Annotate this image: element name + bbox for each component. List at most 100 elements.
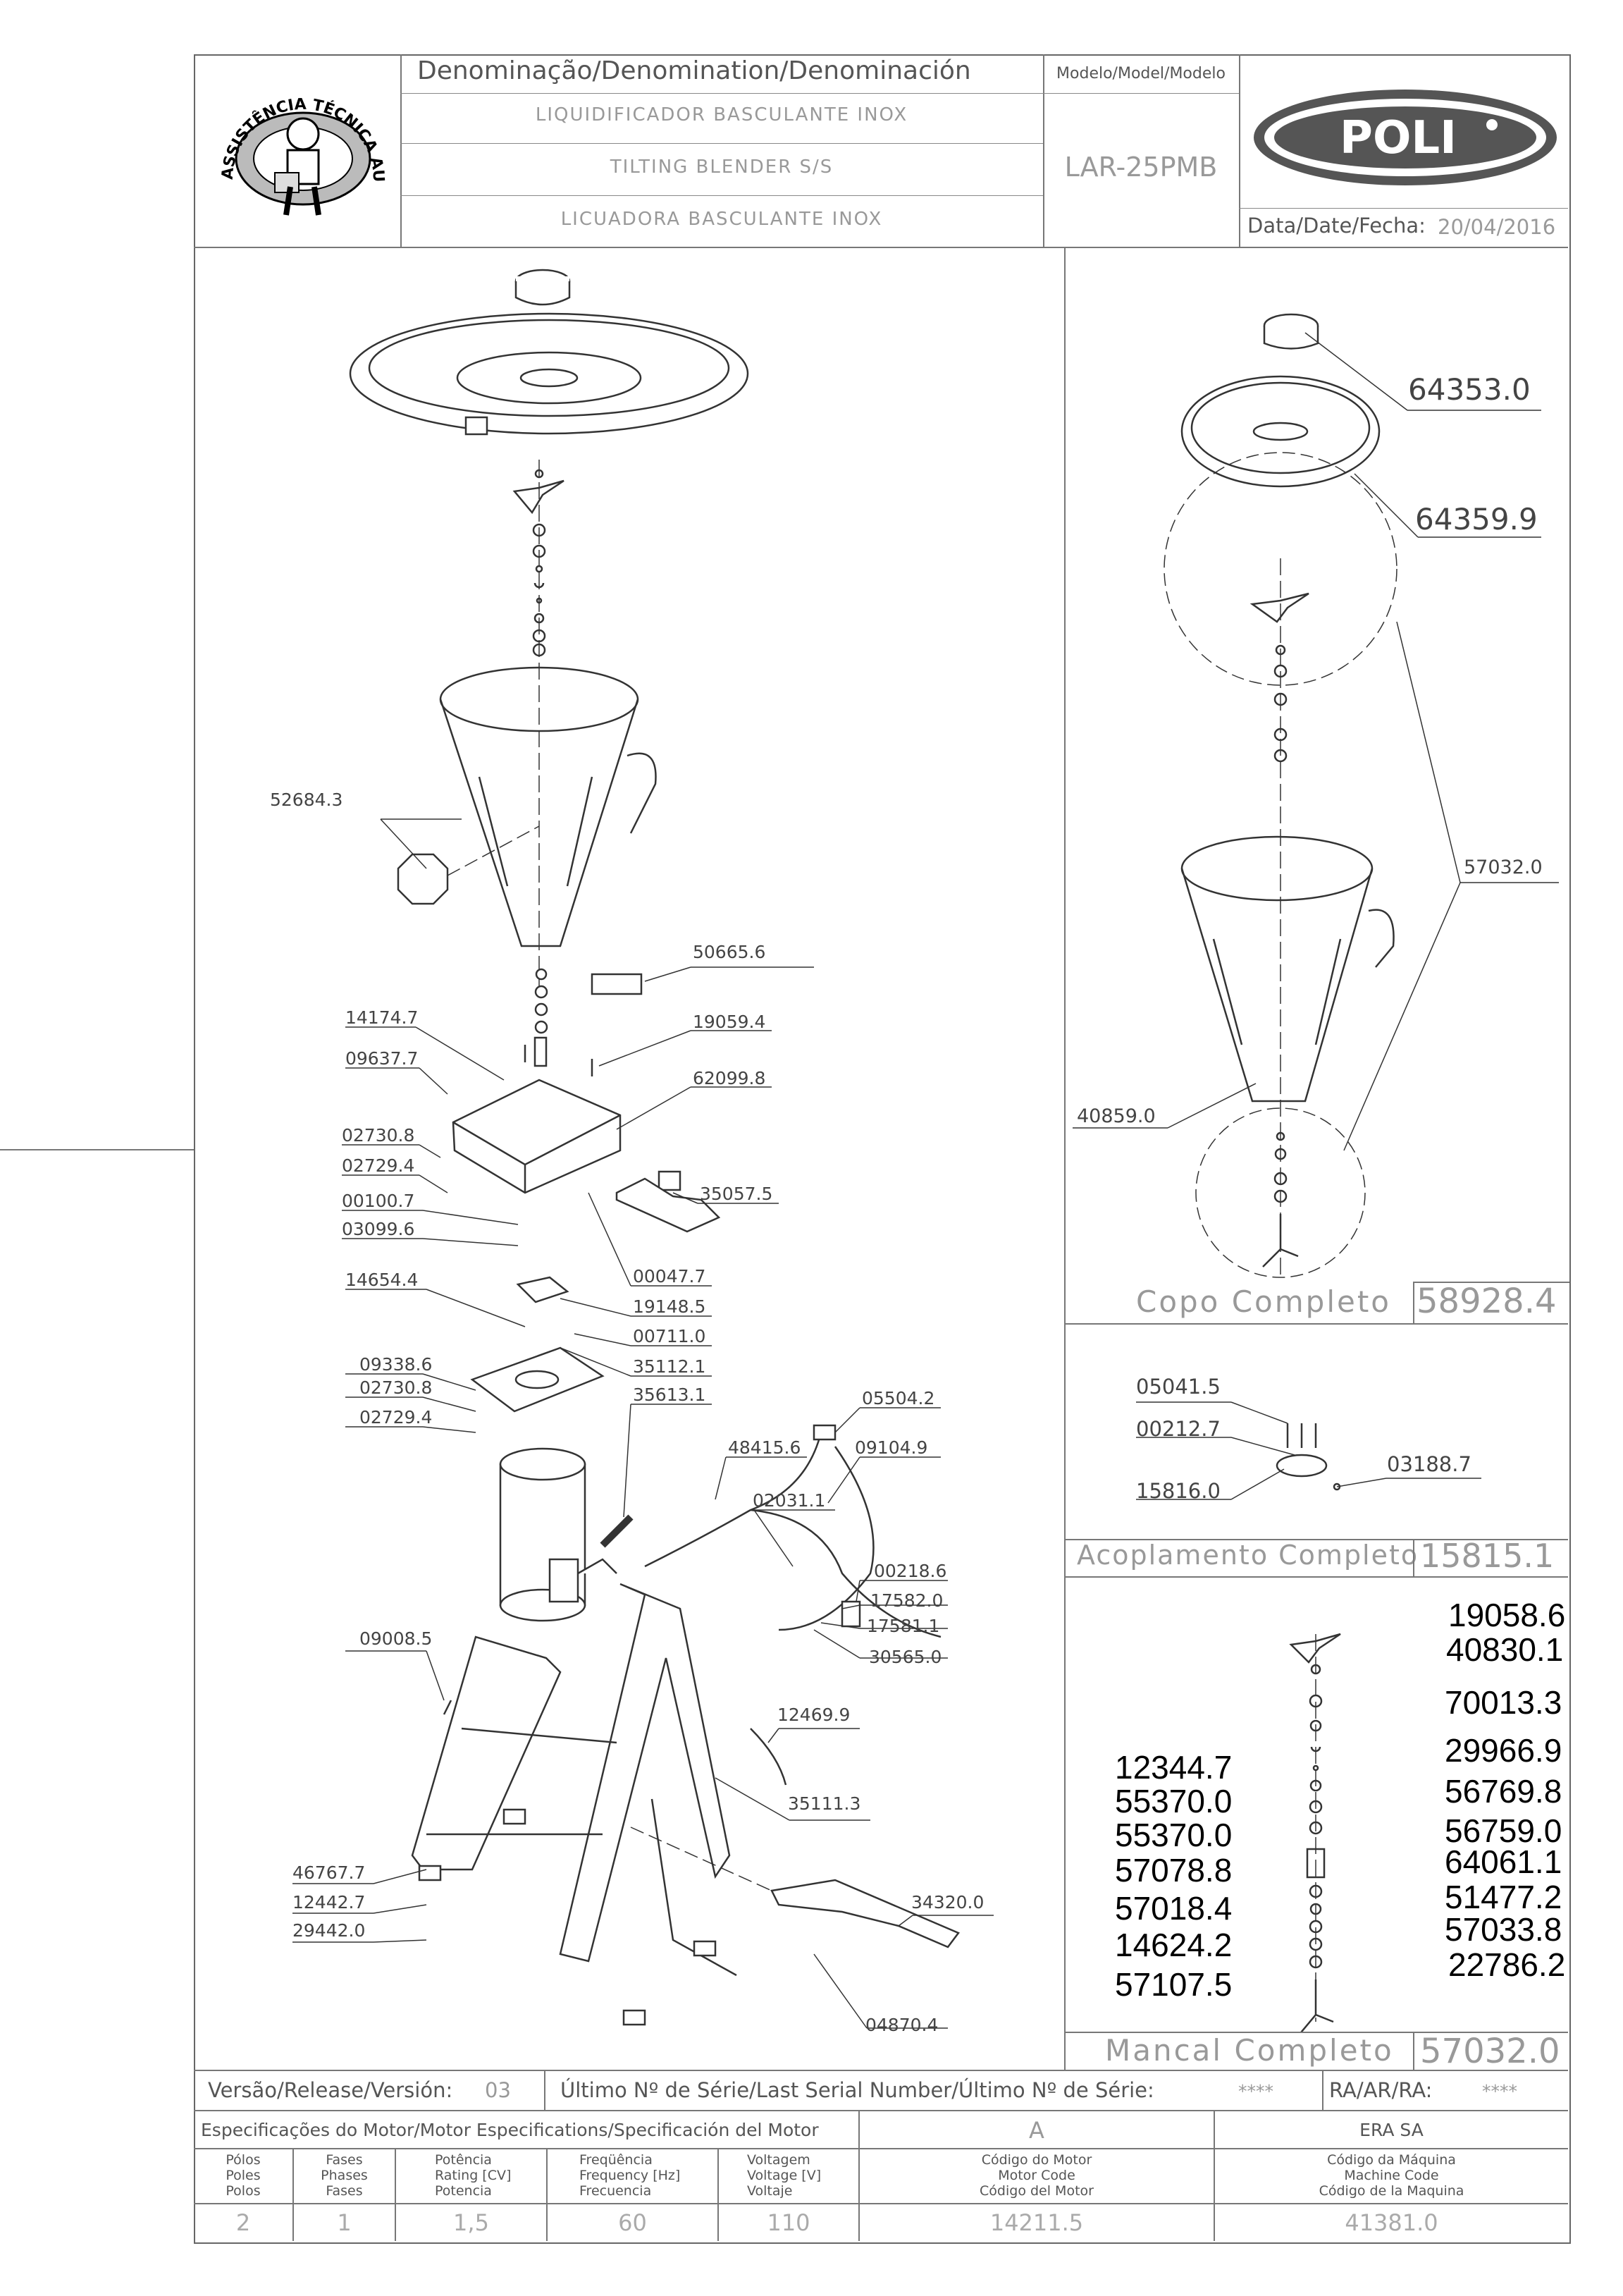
part-label: 17581.1	[867, 1616, 940, 1636]
part-label: 00711.0	[633, 1326, 706, 1346]
mancal-code: 55370.0	[1115, 1817, 1233, 1853]
part-label: 02729.4	[359, 1407, 433, 1428]
part-label: 02730.8	[342, 1125, 415, 1146]
part-label: 50665.6	[693, 942, 766, 962]
acoplamento-code: 15815.1	[1420, 1537, 1555, 1575]
value-phases: 1	[337, 2209, 352, 2236]
seal-octagon	[397, 853, 449, 905]
part-label: 04870.4	[865, 2015, 939, 2035]
part-label: 14174.7	[345, 1007, 419, 1028]
part-label: 64359.9	[1415, 502, 1538, 536]
part-label: 02729.4	[342, 1155, 415, 1176]
part-label: 46767.7	[292, 1862, 366, 1883]
mancal-code: 55370.0	[1115, 1783, 1233, 1819]
authorized-service-seal: ASSISTÊNCIA TÉCNICA AUTORIZADA	[205, 54, 395, 236]
acoplamento-title: Acoplamento Completo	[1077, 1540, 1419, 1571]
mancal-code: 57033.8	[1445, 1911, 1562, 1948]
part-label: 35112.1	[633, 1356, 706, 1377]
motor-maker: ERA SA	[1359, 2120, 1424, 2140]
serial-label: Último Nº de Série/Last Serial Number/Úl…	[560, 2078, 1154, 2102]
part-label: 29442.0	[292, 1920, 366, 1941]
part-label: 64353.0	[1408, 372, 1531, 407]
name-en: TILTING BLENDER S/S	[610, 156, 834, 178]
part-label: 02730.8	[359, 1377, 433, 1398]
mancal-code: 12344.7	[1115, 1749, 1233, 1786]
model-value: LAR-25PMB	[1064, 152, 1218, 183]
part-label: 15816.0	[1136, 1479, 1221, 1503]
brand-name: POLI	[1340, 112, 1457, 164]
mancal-code: 22786.2	[1448, 1946, 1566, 1983]
mancal-code: 56759.0	[1445, 1812, 1562, 1849]
serial-value: ****	[1238, 2081, 1273, 2101]
value-frequency: 60	[618, 2209, 647, 2236]
mancal-code: 29966.9	[1445, 1732, 1562, 1769]
part-label: 57032.0	[1464, 857, 1543, 878]
ra-label: RA/AR/RA:	[1329, 2078, 1433, 2102]
mancal-code: 19058.6	[1448, 1597, 1566, 1633]
part-label: 17582.0	[870, 1590, 944, 1611]
part-label: 19148.5	[633, 1296, 706, 1317]
mancal-view	[1289, 1633, 1341, 2032]
part-label: 12469.9	[777, 1705, 851, 1725]
ra-value: ****	[1482, 2081, 1517, 2101]
part-label: 02031.1	[753, 1490, 826, 1511]
name-pt: LIQUIDIFICADOR BASCULANTE INOX	[535, 104, 908, 125]
part-label: 03188.7	[1387, 1452, 1471, 1476]
part-label: 52684.3	[270, 790, 343, 810]
mancal-code: 57078.8	[1115, 1852, 1233, 1889]
name-es: LICUADORA BASCULANTE INOX	[560, 209, 883, 230]
value-voltage: 110	[767, 2209, 810, 2236]
poli-logo: POLI	[1249, 85, 1562, 190]
denomination-label: Denominação/Denomination/Denominación	[417, 56, 971, 85]
part-label: 19059.4	[693, 1012, 766, 1032]
part-label: 48415.6	[728, 1437, 801, 1458]
motor-spec-value: A	[1029, 2117, 1044, 2144]
part-label: 14654.4	[345, 1270, 419, 1290]
value-rating: 1,5	[453, 2209, 489, 2236]
part-label: 00218.6	[874, 1561, 947, 1581]
part-label: 03099.6	[342, 1219, 415, 1239]
release-label: Versão/Release/Versión:	[208, 2078, 453, 2102]
sheet-frame	[194, 54, 1571, 2244]
mancal-code: 70013.3	[1445, 1684, 1562, 1721]
mancal-code: 56769.8	[1445, 1773, 1562, 1810]
part-label: 09104.9	[855, 1437, 928, 1458]
part-label: 00047.7	[633, 1266, 706, 1287]
part-label: 30565.0	[869, 1647, 942, 1667]
value-machine-code: 41381.0	[1345, 2209, 1438, 2236]
motor-spec-label: Especificações do Motor/Motor Especifica…	[201, 2120, 819, 2140]
value-poles: 2	[235, 2209, 251, 2236]
base-housing	[452, 1079, 622, 1194]
mancal-code: 64061.1	[1445, 1843, 1562, 1880]
part-label: 05504.2	[862, 1388, 935, 1408]
acoplamento-view	[1136, 1401, 1481, 1500]
mancal-code: 57107.5	[1115, 1966, 1233, 2003]
tilt-stand	[559, 1583, 731, 1963]
part-label: 00212.7	[1136, 1417, 1221, 1441]
mancal-code: 14624.2	[1115, 1927, 1233, 1963]
copo-code: 58928.4	[1417, 1282, 1557, 1321]
model-label: Modelo/Model/Modelo	[1056, 65, 1226, 82]
part-label: 40859.0	[1077, 1105, 1156, 1127]
mancal-code: 40830.1	[1446, 1631, 1564, 1668]
part-label: 35111.3	[788, 1793, 861, 1814]
mancal-title: Mancal Completo	[1105, 2033, 1394, 2068]
main-exploded-view	[292, 269, 994, 2029]
part-label: 34320.0	[911, 1892, 985, 1913]
part-label: 09338.6	[359, 1354, 433, 1375]
mancal-code: 57018.4	[1115, 1890, 1233, 1927]
copo-title: Copo Completo	[1136, 1284, 1391, 1319]
margin-line	[0, 1149, 194, 1150]
part-label: 09637.7	[345, 1048, 419, 1069]
part-label: 35057.5	[700, 1184, 773, 1204]
mancal-code: 51477.2	[1445, 1879, 1562, 1915]
part-label: 05041.5	[1136, 1375, 1221, 1399]
date-value: 20/04/2016	[1438, 215, 1556, 239]
